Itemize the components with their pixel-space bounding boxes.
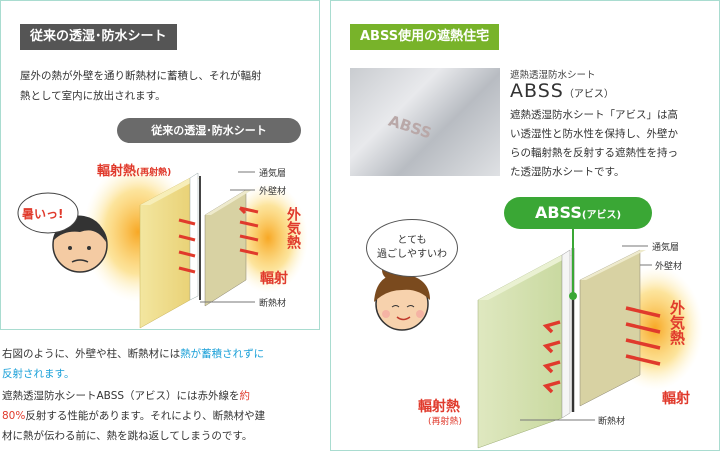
right-desc-line1: 遮熱透湿防水シート「アビス」は高 (510, 109, 678, 121)
left-insulation-label: 断熱材 (259, 299, 287, 309)
right-desc-line2: い透湿性と防水性を保持し、外壁か (510, 128, 678, 140)
abss-pill-sub: (アビス) (581, 210, 622, 221)
left-section-tag: 従来の透湿･防水シート (20, 24, 177, 50)
left-wall-diagram (17, 162, 308, 329)
bottom-line4-b: 反射する性能があります。それにより、断熱材や建 (25, 410, 266, 422)
bottom-line1-a: 右図のように、外壁や柱、断熱材には (2, 348, 181, 360)
left-radiant-heat-text: 輻射熱 (97, 164, 137, 179)
right-desc-line4: た透湿防水シートです。 (510, 166, 625, 178)
bottom-line5: 材に熱が伝わる前に、熱を跳ね返してしまうのです。 (2, 430, 253, 442)
left-radiant-heat-label: 輻射熱(再射熱) (97, 160, 171, 179)
abss-pill: ABSS(アビス) (504, 197, 652, 229)
bottom-line2: 反射されます。 (2, 368, 75, 380)
right-wall-diagram (374, 229, 703, 449)
speech-bubble: とても 過ごしやすいわ (366, 219, 458, 277)
right-radiation-label: 輻射 (662, 391, 690, 407)
bottom-line4-a: 80% (2, 410, 26, 422)
left-desc-line1: 屋外の熱が外壁を通り断熱材に蓄積し、それが輻射 (20, 70, 262, 82)
bottom-description: 右図のように、外壁や柱、断熱材には熱が蓄積されずに 反射されます。 遮熱透湿防水… (0, 330, 320, 451)
right-insulation-label: 断熱材 (598, 417, 626, 427)
bottom-line3-a: 遮熱透湿防水シートABSS（アビス）には赤外線を (2, 390, 240, 402)
abss-sheet-sample-image: ABSS (350, 68, 500, 176)
product-name-text: ABSS (510, 80, 564, 102)
left-outside-heat-label: 外気熱 (285, 207, 301, 249)
product-name: ABSS（アビス） (510, 80, 614, 102)
right-vent-label: 通気層 (652, 243, 680, 253)
left-radiation-label: 輻射 (260, 271, 288, 287)
bottom-line4: 80%反射する性能があります。それにより、断熱材や建 (2, 406, 314, 426)
right-outer-label: 外壁材 (655, 262, 683, 272)
left-outer-label: 外壁材 (259, 187, 287, 197)
left-vent-label: 通気層 (259, 169, 287, 179)
bottom-line1-b: 熱が蓄積されずに (180, 348, 265, 360)
right-desc-line3: らの輻射熱を反射する遮熱性を持っ (510, 147, 678, 159)
bubble-line2: 過ごしやすいわ (377, 249, 447, 260)
bottom-line3: 遮熱透湿防水シートABSS（アビス）には赤外線を約 (2, 386, 314, 406)
left-desc-line2: 熱として室内に放出されます。 (20, 90, 166, 102)
right-radiant-heat-sub: (再射熱) (428, 417, 463, 427)
bottom-line3-b: 約 (239, 390, 251, 402)
bubble-line1: とても (397, 235, 427, 246)
left-sheet-pill: 従来の透湿･防水シート (117, 118, 301, 143)
left-description: 屋外の熱が外壁を通り断熱材に蓄積し、それが輻射 熱として室内に放出されます。 (20, 66, 304, 106)
product-category: 遮熱透湿防水シート (510, 70, 596, 81)
right-description: 遮熱透湿防水シート「アビス」は高 い透湿性と防水性を保持し、外壁か らの輻射熱を… (510, 106, 708, 182)
abss-pill-text: ABSS (534, 203, 582, 222)
exclaim-text: 暑いっ! (22, 207, 64, 221)
right-section-tag: ABSS使用の遮熱住宅 (350, 24, 500, 50)
left-radiant-heat-sub: (再射熱) (136, 168, 172, 178)
bottom-line1: 右図のように、外壁や柱、断熱材には熱が蓄積されずに (2, 344, 314, 364)
sample-watermark-text: ABSS (386, 111, 434, 143)
right-radiant-heat-label: 輻射熱 (418, 399, 460, 415)
product-name-sub: （アビス） (563, 89, 614, 100)
right-outside-heat-label: 外気熱 (668, 300, 686, 345)
